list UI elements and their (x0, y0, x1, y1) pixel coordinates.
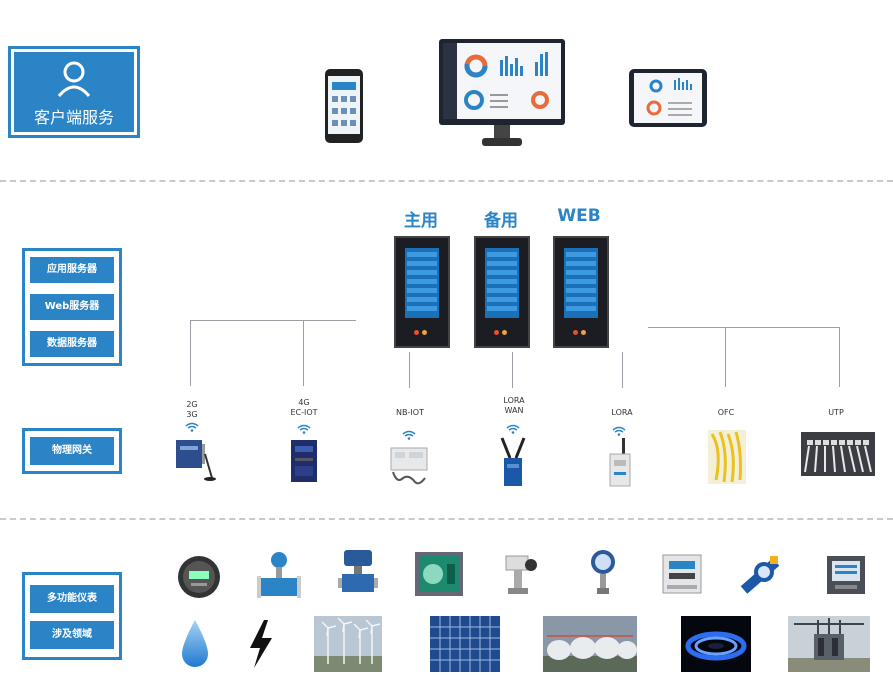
green-meter-icon (415, 552, 463, 596)
gateway-nbiot-icon (390, 447, 428, 485)
device-label-application-domains: 涉及领域 (30, 621, 114, 649)
smartphone-icon (325, 69, 363, 143)
gateway-label-lora: LORA (611, 408, 633, 417)
client-service-label: 客户端服务 (33, 108, 114, 127)
desktop-monitor-icon (439, 39, 565, 146)
server-label-web: WEB (557, 206, 601, 226)
panel-meter-icon (827, 556, 865, 594)
wifi-icon (297, 424, 311, 434)
wifi-icon (612, 426, 626, 436)
divider-bottom (0, 518, 893, 520)
wifi-icon (185, 422, 199, 432)
gateway-lora-icon (609, 438, 631, 487)
server-role-web: Web服务器 (30, 294, 114, 320)
gateway-label-utp: UTP (828, 408, 844, 417)
server-role-app: 应用服务器 (30, 257, 114, 283)
gateway-2g3g-icon (176, 440, 216, 481)
solar-panel-icon (430, 616, 500, 672)
gateway-label-nbiot: NB-IOT (396, 408, 424, 417)
server-primary-icon (394, 236, 450, 348)
wind-turbine-icon (314, 616, 382, 672)
server-roles-box: 应用服务器 Web服务器 数据服务器 (22, 248, 122, 366)
connector-drop-3 (409, 352, 410, 388)
utp-switch-icon (801, 432, 875, 476)
water-drop-icon (182, 620, 208, 667)
water-meter-icon (740, 556, 780, 594)
wifi-icon (506, 424, 520, 434)
gas-meter-icon (662, 554, 702, 594)
pressure-transmitter-icon (338, 550, 378, 592)
tablet-icon (629, 69, 707, 127)
connector-right-drop-1 (725, 327, 726, 387)
device-label-multifunction-meters: 多功能仪表 (30, 585, 114, 613)
server-label-primary: 主用 (404, 211, 438, 231)
connector-right-horizontal (648, 327, 840, 328)
connector-drop-4 (512, 352, 513, 388)
user-icon (57, 61, 91, 97)
flowmeter-icon (257, 552, 301, 598)
device-section-box: 多功能仪表 涉及领域 (22, 572, 122, 660)
gas-tank-icon (543, 616, 637, 672)
server-role-data: 数据服务器 (30, 331, 114, 357)
round-meter-icon (178, 556, 220, 598)
gateway-label-ofc: OFC (717, 408, 735, 417)
pressure-gauge-icon (591, 550, 615, 594)
fiber-optic-icon (708, 430, 746, 484)
gateway-lorawan-icon (500, 437, 526, 486)
divider-top (0, 180, 893, 182)
connector-drop-5 (622, 352, 623, 388)
gas-flame-icon (681, 616, 751, 672)
server-web-icon (553, 236, 609, 348)
server-backup-icon (474, 236, 530, 348)
gateway-section-box: 物理网关 (22, 428, 122, 474)
sensor-icon (505, 555, 537, 594)
substation-icon (788, 616, 870, 672)
connector-left-drop-2 (303, 320, 304, 386)
gateway-4g-icon (291, 440, 317, 482)
connector-right-drop-2 (839, 327, 840, 387)
connector-left-horizontal (190, 320, 356, 321)
gateway-section-label: 物理网关 (30, 437, 114, 465)
lightning-icon (250, 620, 272, 668)
client-service-box: 客户端服务 (8, 46, 140, 138)
connector-left-drop-1 (190, 320, 191, 386)
wifi-icon (402, 430, 416, 440)
server-label-backup: 备用 (484, 211, 518, 231)
